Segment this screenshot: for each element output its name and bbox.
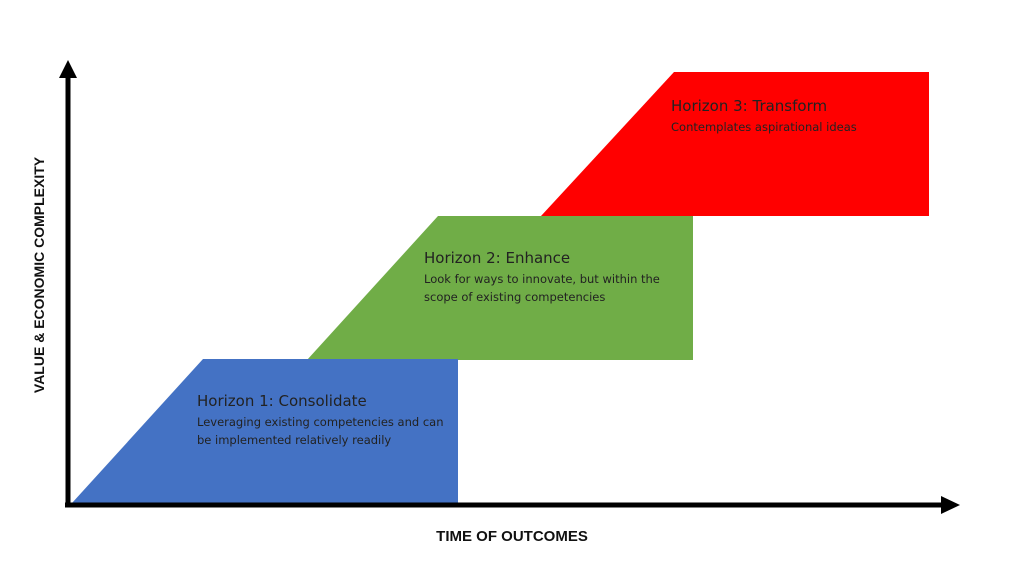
horizon-3-shape [541, 72, 929, 216]
horizon-1-shape [72, 359, 458, 503]
horizon-2-textbox: Horizon 2: Enhance Look for ways to inno… [424, 249, 686, 306]
horizon-1-title: Horizon 1: Consolidate [197, 392, 367, 410]
y-axis-arrowhead [59, 60, 77, 78]
horizon-2-title: Horizon 2: Enhance [424, 249, 571, 267]
horizon-3-textbox: Horizon 3: Transform Contemplates aspira… [671, 97, 921, 136]
x-axis-arrowhead [941, 496, 960, 514]
horizon-1-textbox: Horizon 1: Consolidate Leveraging existi… [197, 392, 457, 449]
horizon-3-description: Contemplates aspirational ideas [671, 120, 857, 134]
horizon-2-shape [307, 216, 693, 360]
horizon-1-description: Leveraging existing competencies and can… [197, 415, 444, 447]
horizon-2-description: Look for ways to innovate, but within th… [424, 272, 660, 304]
y-axis-label: VALUE & ECONOMIC COMPLEXITY [31, 156, 47, 394]
x-axis-label: TIME OF OUTCOMES [436, 528, 588, 545]
horizon-3-title: Horizon 3: Transform [671, 97, 828, 115]
